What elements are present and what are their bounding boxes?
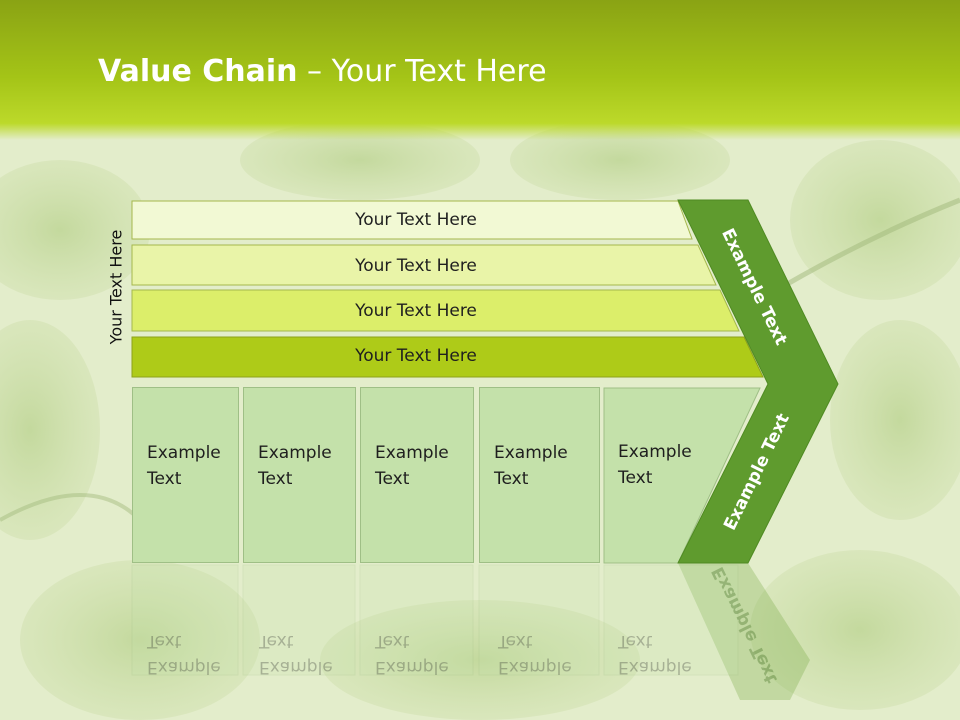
box-4-line2: Text <box>494 469 529 489</box>
bar-4: Your Text Here <box>132 337 700 375</box>
box-3-line2: Text <box>375 469 410 489</box>
box-4-reflection: Example Text <box>498 628 572 680</box>
box-1-refl-line1: Example <box>147 657 221 677</box>
title-bold: Value Chain <box>98 54 298 89</box>
box-1-line1: Example <box>147 443 221 463</box>
box-5-line1: Example <box>618 442 692 462</box>
box-5-line2: Text <box>618 468 653 488</box>
chevron-reflection <box>678 563 810 700</box>
chevron-arrow <box>677 199 839 564</box>
box-1-reflection: Example Text <box>147 628 221 680</box>
box-4-line1: Example <box>494 443 568 463</box>
box-5-refl-line1: Example <box>618 657 692 677</box>
box-3-line1: Example <box>375 443 449 463</box>
box-1-line2: Text <box>147 469 182 489</box>
bar-2: Your Text Here <box>132 247 700 285</box>
box-4-refl-line2: Text <box>498 631 533 651</box>
bar-1-label: Your Text Here <box>355 210 477 230</box>
box-2-refl-line2: Text <box>259 631 294 651</box>
bar-shape-2 <box>131 244 717 286</box>
bar-shape-3 <box>131 289 740 332</box>
box-2-line1: Example <box>258 443 332 463</box>
bar-shape-1 <box>131 200 693 240</box>
box-2-refl-line1: Example <box>259 657 333 677</box>
box-2-reflection: Example Text <box>259 628 333 680</box>
box-3-refl-line1: Example <box>375 657 449 677</box>
bar-3: Your Text Here <box>132 292 700 330</box>
box-3-refl-line2: Text <box>375 631 410 651</box>
side-label: Your Text Here <box>106 229 126 345</box>
box-5-refl-line2: Text <box>618 631 653 651</box>
title-rest: – Your Text Here <box>297 54 547 89</box>
box-2-line2: Text <box>258 469 293 489</box>
box-5-reflection: Example Text <box>618 628 692 680</box>
bar-1: Your Text Here <box>132 201 700 239</box>
box-3-reflection: Example Text <box>375 628 449 680</box>
bar-2-label: Your Text Here <box>355 256 477 276</box>
box-1-refl-line2: Text <box>147 631 182 651</box>
header-band <box>0 0 960 140</box>
bar-3-label: Your Text Here <box>355 301 477 321</box>
bar-shape-4 <box>131 336 764 378</box>
slide-title: Value Chain – Your Text Here <box>98 54 547 89</box>
boxes-reflection <box>131 564 739 676</box>
bar-4-label: Your Text Here <box>355 346 477 366</box>
box-4-refl-line1: Example <box>498 657 572 677</box>
